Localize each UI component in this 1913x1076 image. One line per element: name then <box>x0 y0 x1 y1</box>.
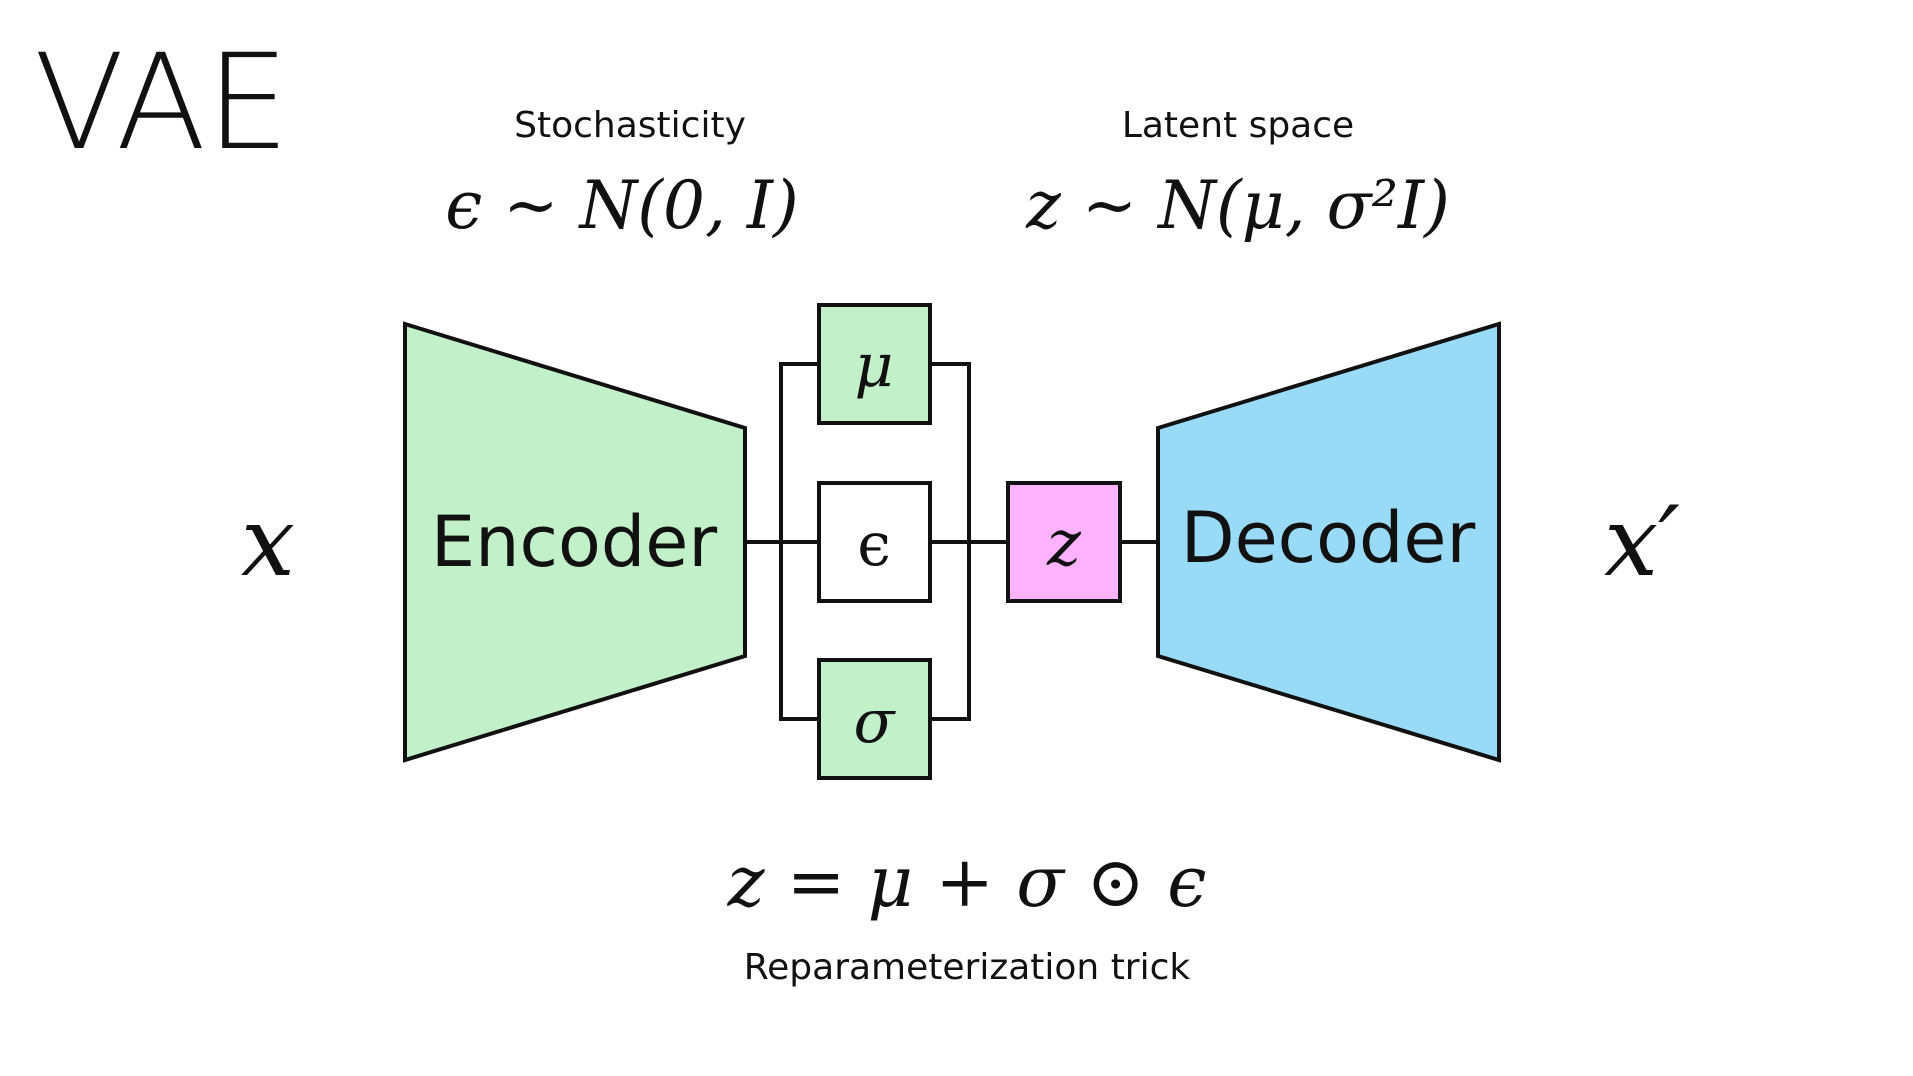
encoder-shape <box>403 321 747 763</box>
z-label: z <box>1046 507 1082 581</box>
sigma-box <box>817 658 932 780</box>
mu-box <box>817 303 932 425</box>
mu-label: μ <box>855 331 894 401</box>
output-x-prime-label: x′ <box>1604 486 1680 598</box>
encoder-label: Encoder <box>431 501 717 583</box>
z-distribution-formula: z ~ N(μ, σ²I) <box>1025 167 1450 244</box>
latent-space-label: Latent space <box>1122 105 1354 146</box>
decoder-shape <box>1156 321 1501 763</box>
diagram-title: VAE <box>34 26 290 180</box>
connector-lines <box>745 362 1158 721</box>
epsilon-distribution-formula: ϵ ~ N(0, I) <box>445 167 799 244</box>
stochasticity-label: Stochasticity <box>514 105 746 146</box>
z-box <box>1006 481 1122 603</box>
sigma-label: σ <box>854 687 897 757</box>
decoder-label: Decoder <box>1181 497 1476 579</box>
reparameterization-trick-label: Reparameterization trick <box>744 947 1191 988</box>
epsilon-box <box>817 481 932 603</box>
reparameterization-formula: z = μ + σ ⊙ ϵ <box>727 841 1207 923</box>
input-x-label: x <box>241 486 295 598</box>
epsilon-label: ϵ <box>857 510 891 580</box>
